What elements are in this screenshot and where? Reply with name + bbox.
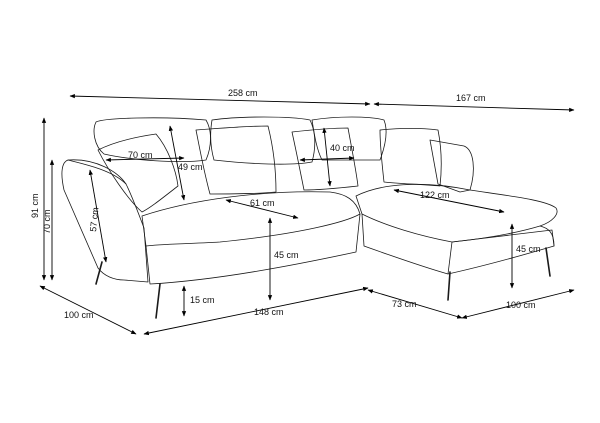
dim-line-40-vert [322,127,332,187]
chaise-seat [355,183,558,243]
sofa-outline [61,116,558,285]
left-armrest [61,159,149,283]
dim-line-100-right [461,289,575,319]
leg-left-front [155,283,161,319]
back-pillow-3 [311,116,387,161]
dim-line-100-left [39,285,137,335]
dim-line-167 [373,101,575,113]
dimension-lines [39,93,575,336]
label-armrest-height: 57 cm [88,207,101,232]
leg-chaise-front [447,271,451,301]
dim-line-57 [88,169,108,263]
throw-pillow-chaise [379,128,442,187]
label-chaise-end: 73 cm [392,299,417,309]
label-total-width: 258 cm [228,88,258,98]
label-main-depth: 100 cm [64,310,94,320]
left-armrest-top [67,159,127,185]
label-cushion-height: 49 cm [178,162,203,172]
chaise-end [539,225,555,247]
label-chaise-length: 122 cm [420,190,450,200]
throw-pillow-mid [195,125,277,195]
dim-line-258 [69,93,371,107]
back-pillow-2 [210,116,316,165]
label-chaise-width: 167 cm [456,93,486,103]
label-chaise-seat-height: 45 cm [516,244,541,254]
sofa-base-front [145,213,361,285]
dim-line-49 [168,125,186,201]
label-seat-height: 45 cm [274,250,299,260]
dim-line-148 [143,286,369,336]
label-leg-height: 15 cm [190,295,215,305]
dimension-labels: 258 cm 167 cm 91 cm 70 cm 70 cm 49 cm 40… [30,88,541,320]
dim-line-73 [367,289,463,319]
label-pillow-width: 40 cm [330,143,355,153]
label-chaise-back-depth: 70 cm [128,150,153,160]
dim-line-122 [393,188,505,214]
leg-left-back [95,261,103,285]
throw-pillow-right [291,127,359,191]
chaise-back [429,139,474,193]
leg-chaise-right [545,247,551,277]
dim-line-61 [225,199,299,219]
label-seat-width: 148 cm [254,307,284,317]
label-total-height: 91 cm [30,193,40,218]
label-back-height: 70 cm [42,209,52,234]
label-chaise-depth: 100 cm [506,300,536,310]
label-seat-depth: 61 cm [250,198,275,208]
